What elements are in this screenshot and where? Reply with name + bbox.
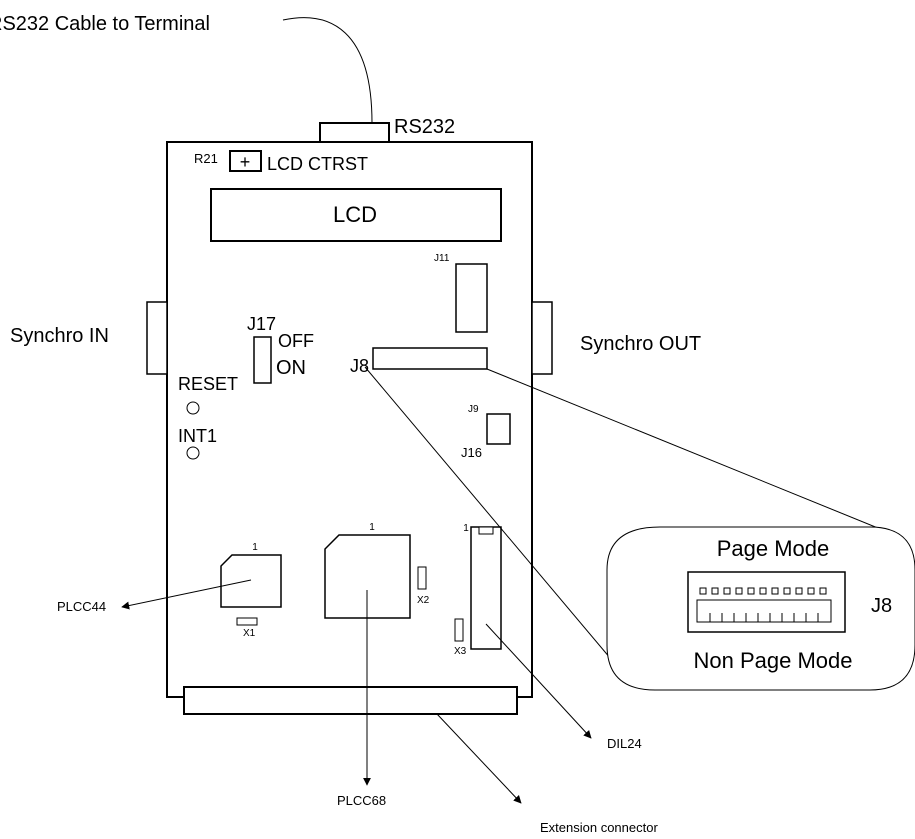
plcc44-label: PLCC44 bbox=[57, 599, 106, 614]
non-page-mode-label: Non Page Mode bbox=[694, 648, 853, 673]
j9-label: J9 bbox=[468, 404, 479, 415]
synchro-in-connector bbox=[146, 301, 168, 375]
j11-connector bbox=[455, 263, 488, 333]
j8-detail-pins-top bbox=[699, 587, 827, 595]
dil24-pin1: 1 bbox=[463, 523, 469, 534]
lcd-label: LCD bbox=[333, 202, 377, 227]
rs232-connector bbox=[319, 122, 390, 143]
dil24-notch bbox=[478, 526, 494, 535]
r21-plus: + bbox=[240, 152, 251, 172]
extension-arrow bbox=[436, 713, 522, 804]
plcc44-socket bbox=[220, 554, 282, 608]
synchro-out-connector bbox=[531, 301, 553, 375]
r21-trimmer bbox=[229, 150, 262, 172]
extension-label: Extension connector bbox=[540, 820, 658, 835]
j11-label: J11 bbox=[434, 253, 450, 264]
j17-off-label: OFF bbox=[278, 331, 314, 351]
int1-button bbox=[186, 446, 200, 460]
reset-button bbox=[186, 401, 200, 415]
lcd-ctrst-label: LCD CTRST bbox=[267, 154, 368, 174]
int1-label: INT1 bbox=[178, 426, 217, 446]
j17-jumper bbox=[253, 336, 272, 384]
x1-jumper bbox=[236, 617, 258, 626]
j8-connector bbox=[372, 347, 488, 370]
j8-detail-header bbox=[696, 599, 832, 623]
plcc68-pin1: 1 bbox=[369, 522, 375, 533]
r21-label: R21 bbox=[194, 151, 218, 166]
j8-detail-pins-bottom bbox=[709, 613, 819, 622]
dil24-arrow bbox=[485, 623, 592, 739]
cable-label: RS232 Cable to Terminal bbox=[0, 13, 210, 35]
dil24-label: DIL24 bbox=[607, 736, 642, 751]
reset-label: RESET bbox=[178, 374, 238, 394]
lcd-display bbox=[210, 188, 502, 242]
x2-jumper bbox=[417, 566, 427, 590]
extension-connector bbox=[183, 686, 518, 715]
j8-detail-label: J8 bbox=[871, 595, 892, 617]
x2-label: X2 bbox=[417, 595, 430, 606]
plcc44-arrow bbox=[121, 579, 252, 610]
j16-label: J16 bbox=[461, 445, 482, 460]
rs232-cable bbox=[282, 17, 373, 124]
j8-callout-line-2 bbox=[486, 368, 901, 538]
page-mode-label: Page Mode bbox=[717, 536, 830, 561]
x3-label: X3 bbox=[454, 646, 467, 657]
dil24-socket bbox=[470, 526, 502, 650]
j8-label: J8 bbox=[350, 356, 369, 376]
plcc44-pin1: 1 bbox=[252, 542, 258, 553]
j8-callout-line-1 bbox=[364, 366, 617, 666]
j17-label: J17 bbox=[247, 314, 276, 334]
plcc68-label: PLCC68 bbox=[337, 793, 386, 808]
j17-on-label: ON bbox=[276, 357, 306, 379]
x3-jumper bbox=[454, 618, 464, 642]
j9-jumper bbox=[486, 413, 511, 445]
x1-label: X1 bbox=[243, 628, 256, 639]
synchro-out-label: Synchro OUT bbox=[580, 333, 701, 355]
rs232-label: RS232 bbox=[394, 116, 455, 138]
synchro-in-label: Synchro IN bbox=[10, 325, 109, 347]
